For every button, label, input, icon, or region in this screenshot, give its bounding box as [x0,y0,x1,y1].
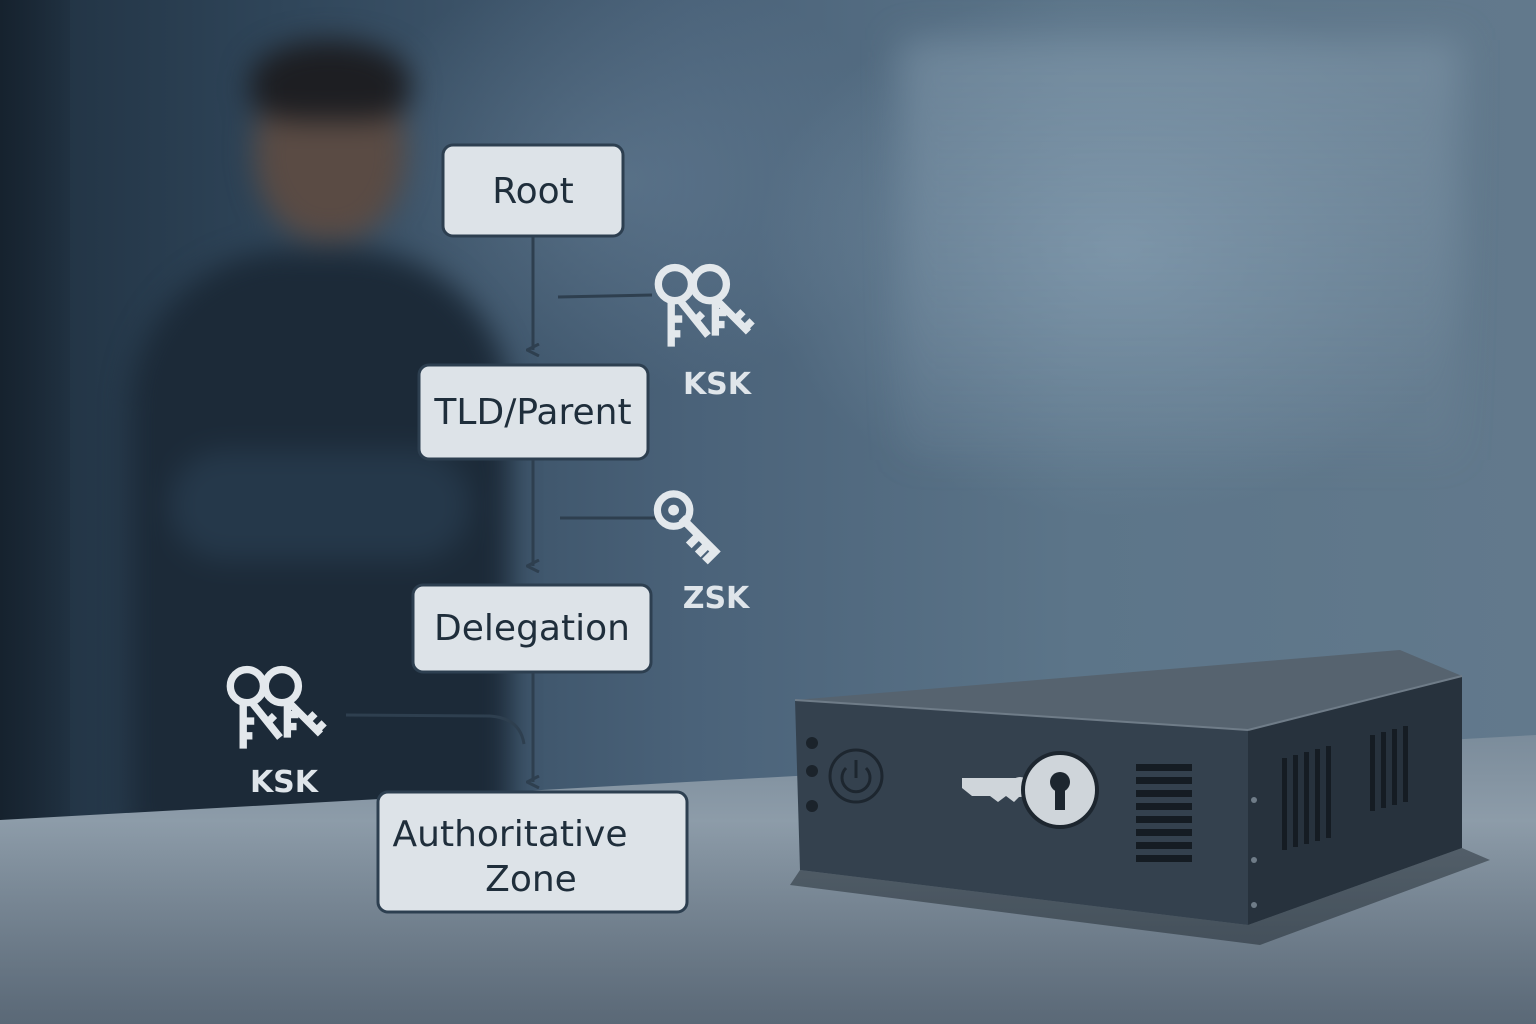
status-led-2 [806,765,818,777]
node-tld-parent: TLD/Parent [417,363,650,461]
node-tld-parent-label: TLD/Parent [433,392,631,433]
side-vent [1282,726,1408,850]
device-shadow [790,848,1490,945]
status-led-3 [806,800,818,812]
node-zone-label-line2: Zone [485,859,577,900]
power-icon[interactable] [828,748,884,804]
ksk-bottom-label: KSK [250,765,320,800]
person-hair [250,40,410,120]
zsk-key: ZSK [657,494,751,616]
ksk-top-label: KSK [683,367,753,402]
node-delegation: Delegation [411,583,653,674]
node-root-label: Root [492,171,574,212]
front-vent [1136,764,1192,862]
person-crossed-arms [170,450,470,560]
zsk-label: ZSK [683,581,751,616]
node-root: Root [441,143,625,238]
key-icon [657,494,715,559]
double-key-icon [230,670,324,749]
ksk-bottom-connector [345,713,526,745]
node-zone-label-line1: Authoritative [393,814,628,855]
ksk-top-key: KSK [658,268,752,402]
ksk-top-connector [557,293,653,299]
ksk-bottom-key: KSK [230,670,324,800]
node-authoritative-zone: Authoritative Zone [376,790,689,914]
background-pillar [0,0,70,830]
device-side [1248,676,1462,925]
background-window-glow [900,40,1460,460]
node-delegation-label: Delegation [434,608,630,649]
hsm-device [790,650,1490,945]
status-led-1 [806,737,818,749]
blurred-person [60,20,520,840]
device-top [795,650,1462,730]
device-front [795,700,1248,925]
lock-icon [1021,751,1099,829]
double-key-icon [658,268,752,347]
